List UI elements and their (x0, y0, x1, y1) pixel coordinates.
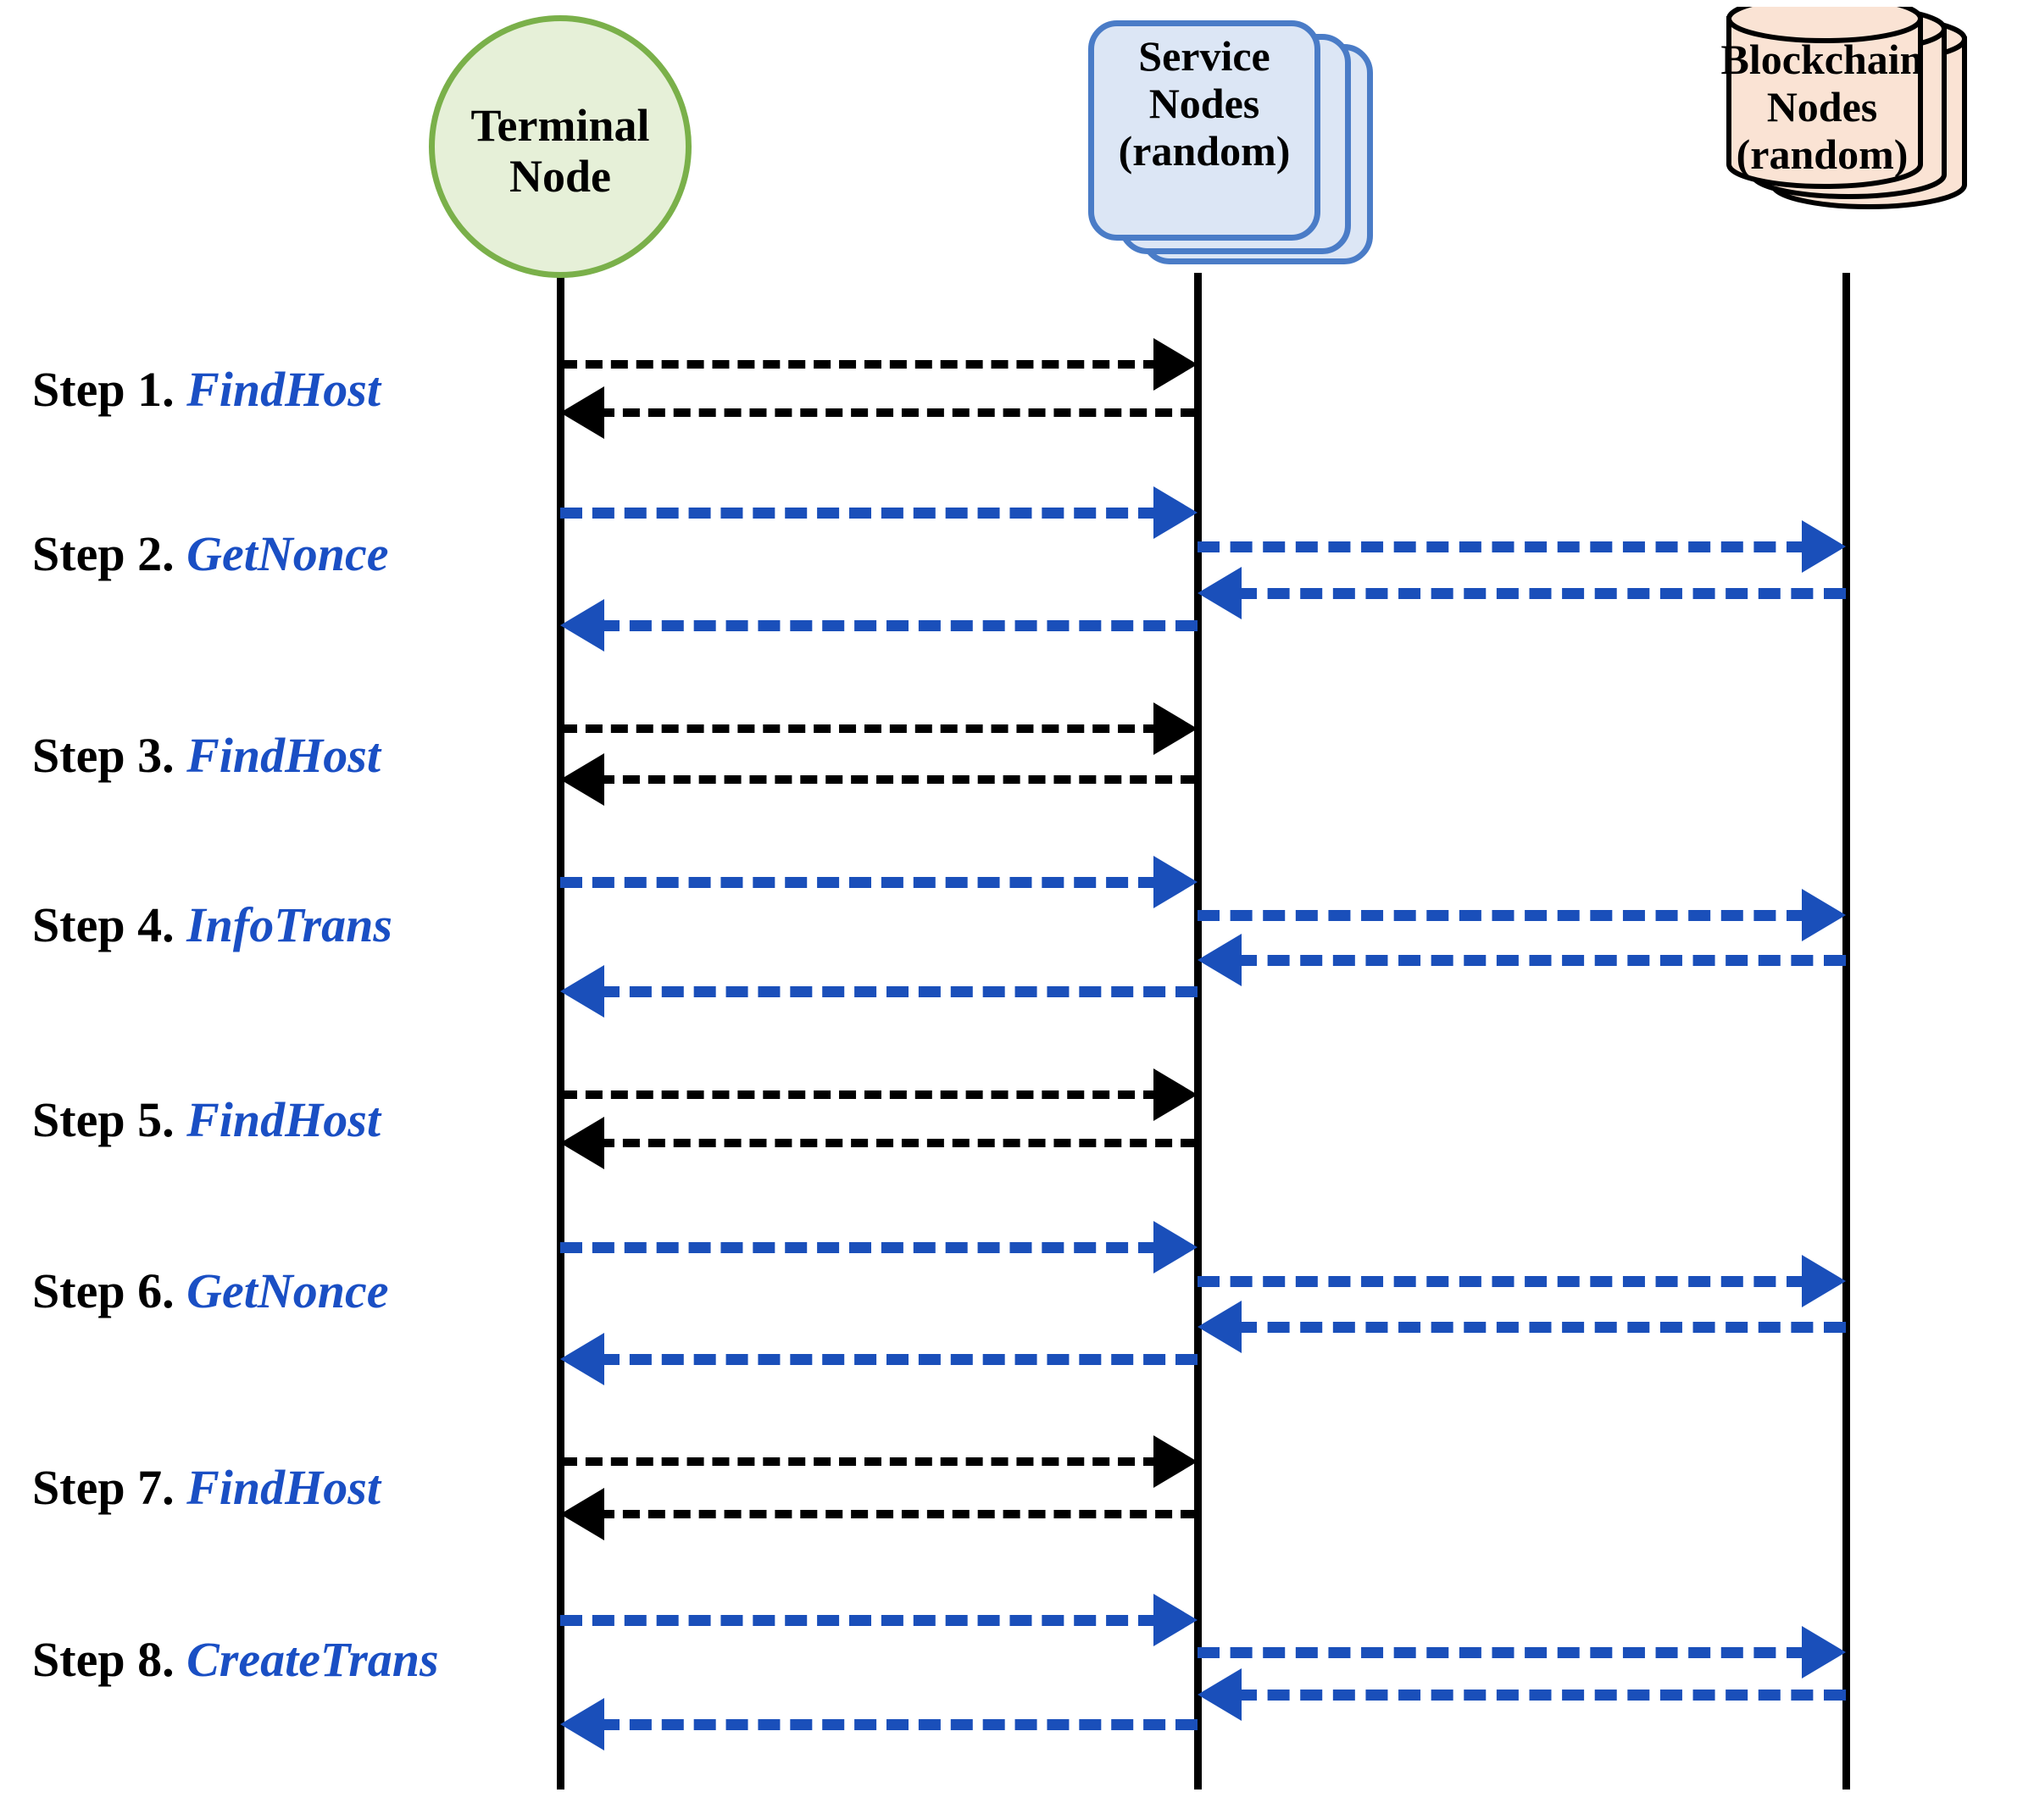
arrowhead-icon (1153, 702, 1198, 755)
message-shaft (560, 360, 1160, 369)
message-shaft (597, 1139, 1198, 1147)
arrowhead-icon (560, 386, 604, 439)
message-shaft (1198, 910, 1809, 921)
arrowhead-icon (560, 753, 604, 806)
step-index-8: Step 8. (32, 1632, 175, 1687)
arrowhead-icon (560, 599, 604, 652)
arrowhead-icon (560, 1333, 604, 1385)
step-label-5: Step 5. FindHost (32, 1091, 381, 1148)
arrowhead-icon (1802, 889, 1846, 941)
message-shaft (597, 1719, 1198, 1730)
arrowhead-icon (560, 965, 604, 1018)
message-shaft (597, 408, 1198, 417)
step-index-7: Step 7. (32, 1460, 175, 1515)
message-shaft (597, 620, 1198, 631)
message-shaft (1198, 541, 1809, 552)
message-shaft (1235, 588, 1846, 599)
step-label-2: Step 2. GetNonce (32, 525, 388, 582)
step-operation-5: FindHost (186, 1092, 381, 1147)
arrowhead-icon (1802, 1626, 1846, 1679)
service-nodes-shape-front[interactable] (1088, 20, 1320, 241)
arrowhead-icon (560, 1117, 604, 1169)
message-shaft (560, 1615, 1160, 1626)
message-shaft (597, 1510, 1198, 1518)
blockchain-nodes-shape[interactable] (1710, 7, 2015, 227)
message-shaft (1235, 1690, 1846, 1701)
message-shaft (560, 877, 1160, 888)
arrowhead-icon (1153, 338, 1198, 391)
arrowhead-icon (1198, 1301, 1242, 1353)
terminal-node-shape[interactable] (429, 15, 692, 278)
message-shaft (597, 775, 1198, 784)
step-index-3: Step 3. (32, 728, 175, 783)
message-shaft (1198, 1276, 1809, 1287)
arrowhead-icon (1198, 567, 1242, 619)
arrowhead-icon (1153, 1221, 1198, 1273)
step-label-7: Step 7. FindHost (32, 1459, 381, 1516)
message-shaft (560, 1242, 1160, 1253)
step-label-4: Step 4. InfoTrans (32, 896, 392, 953)
step-label-6: Step 6. GetNonce (32, 1262, 388, 1319)
step-operation-1: FindHost (186, 362, 381, 417)
lifeline-blockchain (1842, 273, 1850, 1789)
arrowhead-icon (1153, 1594, 1198, 1646)
blockchain-cylinder-front-top (1726, 7, 1923, 43)
step-index-2: Step 2. (32, 526, 175, 581)
arrowhead-icon (1153, 1435, 1198, 1488)
step-index-1: Step 1. (32, 362, 175, 417)
message-shaft (560, 724, 1160, 733)
message-shaft (560, 1457, 1160, 1466)
arrowhead-icon (560, 1698, 604, 1751)
arrowhead-icon (1802, 520, 1846, 573)
message-shaft (597, 1354, 1198, 1365)
step-index-5: Step 5. (32, 1092, 175, 1147)
message-shaft (1235, 1322, 1846, 1333)
step-operation-8: CreateTrans (186, 1632, 439, 1687)
message-shaft (1235, 955, 1846, 966)
arrowhead-icon (1153, 1068, 1198, 1121)
message-shaft (560, 1090, 1160, 1099)
arrowhead-icon (560, 1488, 604, 1540)
step-operation-7: FindHost (186, 1460, 381, 1515)
step-operation-6: GetNonce (186, 1263, 389, 1318)
step-label-3: Step 3. FindHost (32, 727, 381, 784)
step-operation-2: GetNonce (186, 526, 389, 581)
step-label-1: Step 1. FindHost (32, 361, 381, 418)
arrowhead-icon (1153, 856, 1198, 908)
arrowhead-icon (1198, 934, 1242, 986)
arrowhead-icon (1153, 486, 1198, 539)
lifeline-service (1194, 273, 1202, 1789)
step-index-4: Step 4. (32, 897, 175, 952)
message-shaft (560, 508, 1160, 519)
arrowhead-icon (1198, 1668, 1242, 1721)
lifeline-terminal (557, 273, 564, 1789)
step-label-8: Step 8. CreateTrans (32, 1631, 439, 1688)
arrowhead-icon (1802, 1255, 1846, 1307)
step-index-6: Step 6. (32, 1263, 175, 1318)
step-operation-3: FindHost (186, 728, 381, 783)
message-shaft (597, 986, 1198, 997)
step-operation-4: InfoTrans (186, 897, 392, 952)
blockchain-cylinder-front (1726, 16, 1923, 189)
message-shaft (1198, 1647, 1809, 1658)
